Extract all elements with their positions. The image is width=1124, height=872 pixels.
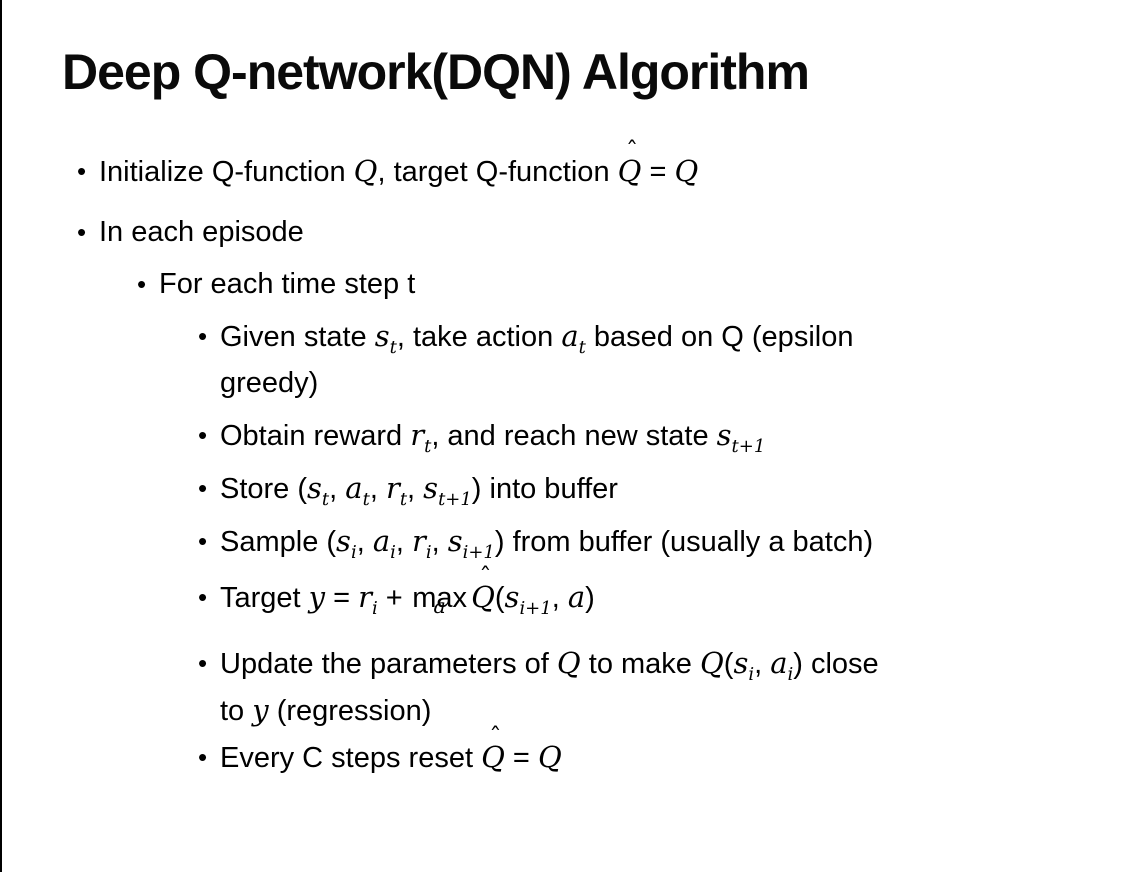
bullet-marker: •	[77, 156, 87, 186]
math-variable: s	[716, 418, 732, 452]
math-subscript: i	[425, 541, 432, 563]
bullet-text: Obtain reward rt, and reach new state st…	[220, 418, 766, 457]
hat-accent: ˆ	[479, 562, 492, 592]
bullet-text: For each time step t	[159, 268, 416, 300]
slide-title: Deep Q-network(DQN) Algorithm	[62, 44, 810, 100]
math-variable: Q	[353, 154, 378, 188]
math-variable: a	[345, 471, 363, 505]
math-subscript: t	[578, 336, 586, 358]
math-variable: Q	[471, 580, 495, 614]
math-variable: s	[504, 580, 520, 614]
bullet-marker: •	[77, 217, 87, 247]
math-variable: a	[372, 524, 391, 558]
bullet-text: Given state st, take action at based on …	[220, 319, 854, 399]
math-subscript: t+1	[731, 435, 766, 457]
bullet-text: Store (st, at, rt, st+1) into buffer	[220, 471, 618, 510]
math-subscript: i+1	[462, 541, 495, 563]
math-variable: s	[733, 646, 749, 680]
math-variable: Q	[537, 740, 562, 774]
bullet-marker: •	[198, 742, 208, 772]
math-variable: Q	[617, 154, 642, 188]
math-subscript: t	[399, 488, 408, 510]
math-subscript: i	[748, 663, 755, 685]
bullet-item: • In each episode	[2, 209, 1124, 255]
bullet-item: • Store (st, at, rt, st+1) into buffer	[2, 465, 1124, 512]
math-variable: s	[374, 319, 390, 353]
math-subscript: t	[362, 488, 370, 510]
math-variable: a	[561, 319, 579, 353]
max-label: max	[412, 582, 468, 614]
math-variable: r	[358, 580, 372, 614]
math-subscript: t	[389, 336, 397, 358]
math-variable: s	[447, 524, 463, 558]
bullet-text: Update the parameters of Q to make Q(si,…	[220, 646, 879, 727]
bullet-marker: •	[198, 420, 208, 450]
max-under-variable: a	[433, 594, 446, 619]
hat-accent: ˆ	[489, 722, 502, 752]
bullet-item: • Initialize Q-function Q, target Q-funct…	[2, 138, 1124, 195]
math-variable: a	[770, 646, 788, 680]
math-subscript: i	[390, 541, 396, 563]
math-subscript: i+1	[519, 597, 552, 619]
math-subscript: t	[321, 488, 330, 510]
math-variable: a	[567, 580, 586, 614]
bullet-item: • Update the parameters of Q to make Q(si…	[2, 640, 1124, 734]
math-variable: s	[307, 471, 322, 505]
math-variable: r	[410, 418, 425, 452]
bullet-text: Initialize Q-function Q, target Q-functi…	[99, 138, 1124, 195]
math-subscript: t+1	[438, 488, 472, 510]
hat-accent: ˆ	[625, 136, 639, 166]
math-subscript: t	[424, 435, 432, 457]
math-variable: r	[385, 471, 400, 505]
bullet-item: • Sample (si, ai, ri, si+1) from buffer (…	[2, 518, 1124, 565]
bullet-item: • For each time step t	[2, 261, 1124, 307]
bullet-item: •Obtain reward rt, and reach new state s…	[2, 412, 1124, 459]
bullet-marker: •	[198, 582, 208, 612]
bullet-marker: •	[137, 269, 147, 299]
bullet-marker: •	[198, 321, 208, 351]
bullet-marker: •	[198, 648, 208, 678]
math-variable: Q	[674, 154, 699, 188]
math-variable: Q	[699, 646, 724, 680]
bullet-item: •Given state st, take action at based on…	[2, 313, 1124, 406]
math-subscript: i	[350, 541, 357, 563]
bullet-text: In each episode	[99, 216, 304, 248]
math-variable: y	[308, 580, 326, 614]
math-variable: Q	[556, 646, 581, 680]
math-variable: s	[423, 471, 439, 505]
math-variable: y	[252, 693, 269, 727]
bullet-text: Sample (si, ai, ri, si+1) from buffer (u…	[220, 524, 874, 563]
math-variable: Q	[481, 740, 505, 774]
bullet-list: • Initialize Q-function Q, target Q-funct…	[2, 138, 1124, 781]
math-variable: r	[411, 524, 426, 558]
math-subscript: i	[372, 597, 378, 619]
math-subscript: i	[787, 663, 794, 685]
math-variable: s	[336, 524, 351, 558]
bullet-marker: •	[198, 526, 208, 556]
bullet-marker: •	[198, 473, 208, 503]
